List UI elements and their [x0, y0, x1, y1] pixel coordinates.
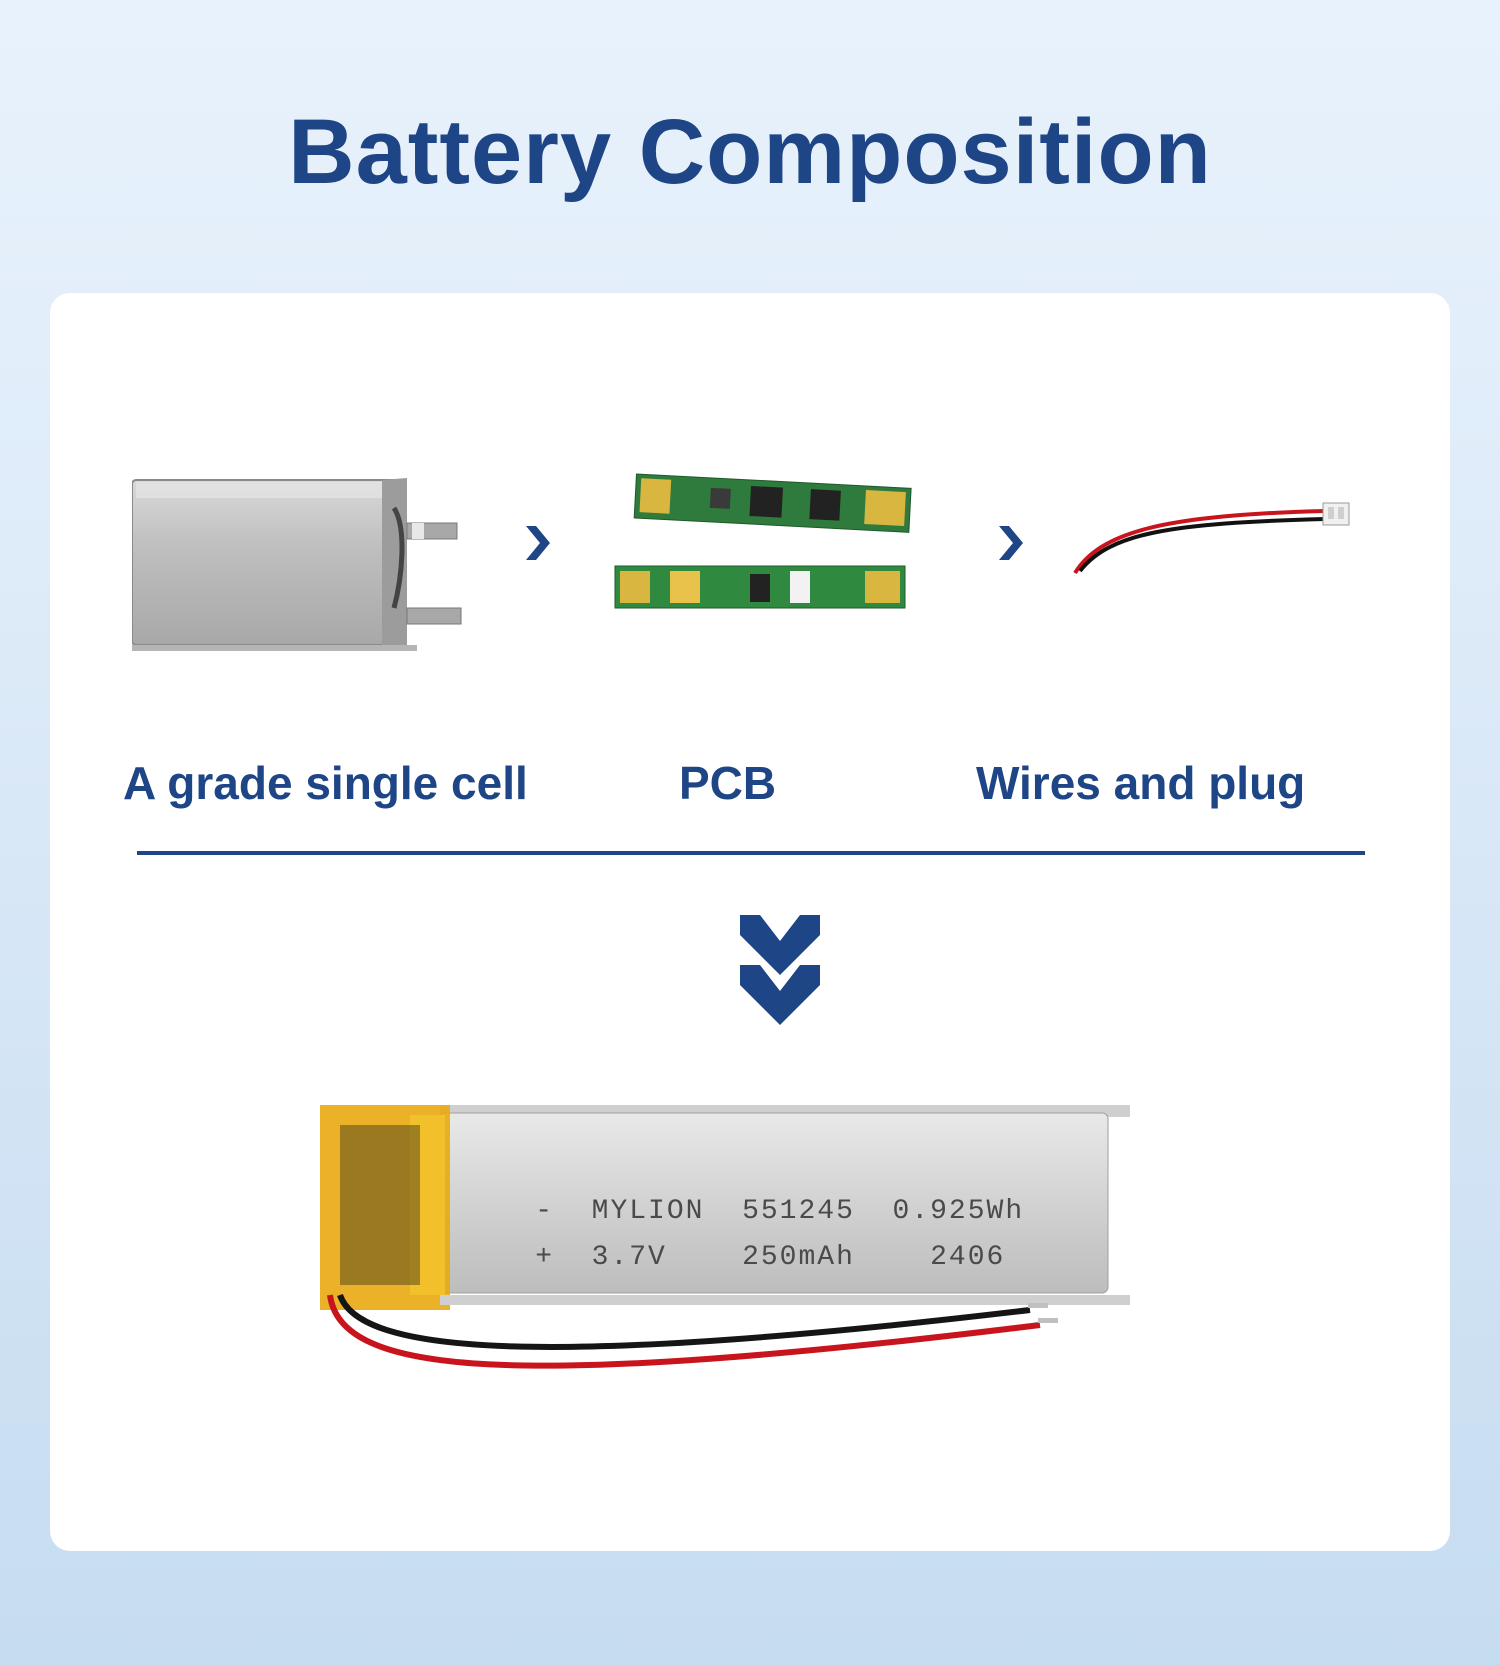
print-text: 2406	[930, 1242, 1006, 1273]
composition-card: A grade single cell PCB Wires and plug -…	[50, 293, 1450, 1551]
label-wires-plug: Wires and plug	[976, 757, 1306, 809]
print-text: 0.925Wh	[892, 1196, 1025, 1227]
battery-print-line2: + 3.7V 250mAh 2406	[460, 1211, 1005, 1304]
print-text: 551245	[742, 1196, 855, 1227]
print-text: 3.7V	[591, 1242, 667, 1273]
battery-print-line1: - MYLION 551245 0.925Wh	[460, 1165, 1024, 1258]
page-title: Battery Composition	[288, 101, 1212, 203]
double-chevron-down-icon	[740, 915, 820, 1025]
finished-battery-image	[320, 1105, 1130, 1369]
print-text: MYLION	[591, 1196, 705, 1227]
protection-board-image	[614, 473, 912, 609]
wire-plug-image	[1073, 502, 1350, 575]
pouch-cell-image	[132, 478, 462, 651]
print-text: -	[535, 1196, 555, 1227]
print-text: 250mAh	[742, 1242, 855, 1273]
label-pcb: PCB	[679, 757, 777, 809]
chevron-right-icon	[526, 526, 550, 560]
label-single-cell: A grade single cell	[123, 757, 528, 809]
print-text: +	[535, 1242, 555, 1273]
chevron-right-icon	[999, 526, 1023, 560]
section-divider	[137, 851, 1365, 855]
